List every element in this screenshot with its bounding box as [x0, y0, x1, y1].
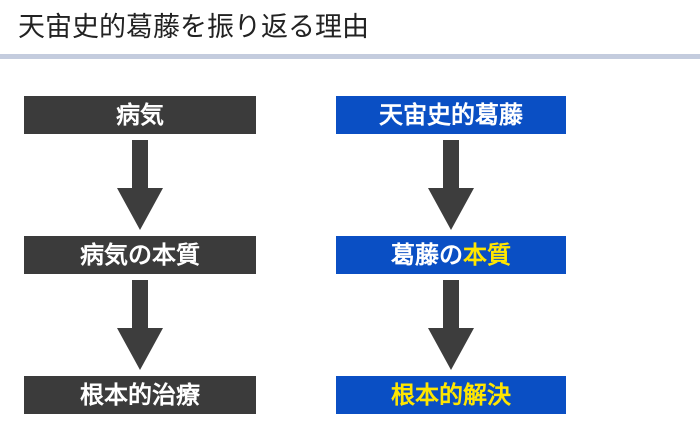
- left-box-disease: 病気: [24, 96, 256, 134]
- right-down-arrow-1-icon: [428, 140, 474, 230]
- right-box-conflict-essence-highlight: 本質: [463, 241, 511, 269]
- left-box-root-treatment: 根本的治療: [24, 376, 256, 414]
- right-down-arrow-2-icon: [428, 280, 474, 370]
- title-divider: [0, 54, 700, 59]
- right-box-conflict-essence-prefix: 葛藤の: [391, 241, 463, 269]
- right-box-root-solution-label: 根本的解決: [391, 381, 511, 409]
- right-box-conflict-essence: 葛藤の本質: [336, 236, 566, 274]
- left-box-disease-essence: 病気の本質: [24, 236, 256, 274]
- left-down-arrow-1-icon: [117, 140, 163, 230]
- right-box-root-solution: 根本的解決: [336, 376, 566, 414]
- left-down-arrow-2-icon: [117, 280, 163, 370]
- right-box-cosmic-conflict: 天宙史的葛藤: [336, 96, 566, 134]
- slide-title: 天宙史的葛藤を振り返る理由: [18, 12, 369, 43]
